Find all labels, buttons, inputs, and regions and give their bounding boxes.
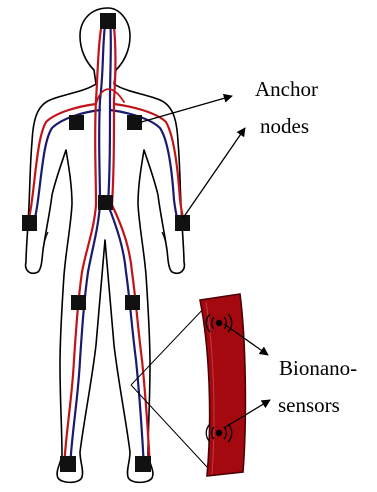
anchor-node-right-foot xyxy=(135,456,151,472)
anchor-nodes-label-line2: nodes xyxy=(260,114,309,138)
anchor-node-torso xyxy=(98,195,113,210)
bionano-sensors-label-line1: Bionano- xyxy=(279,356,357,380)
anchor-node-right-wrist xyxy=(175,215,190,231)
anchor-node-left-wrist xyxy=(22,215,37,231)
anchor-node-right-knee xyxy=(125,295,140,310)
bionano-sensors-label-line2: sensors xyxy=(278,393,340,417)
anchor-node-left-knee xyxy=(71,295,86,310)
anchor-node-left-foot xyxy=(60,456,76,472)
anchor-node-head xyxy=(100,13,116,29)
human-body-outline xyxy=(26,8,185,482)
anchor-node-left-shoulder xyxy=(69,115,84,130)
anchor-nodes-label-line1: Anchor xyxy=(255,77,318,101)
anchor-arrow-wrist xyxy=(183,128,245,218)
